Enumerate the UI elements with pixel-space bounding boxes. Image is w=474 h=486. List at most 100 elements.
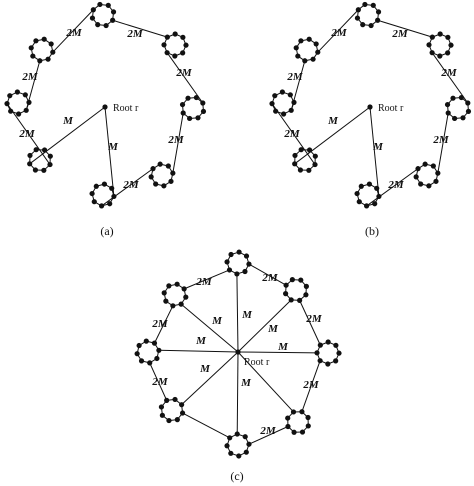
cycle-node bbox=[242, 434, 248, 440]
cycle-node bbox=[413, 174, 419, 180]
cycle-node bbox=[179, 410, 186, 416]
inner-edge bbox=[180, 303, 239, 353]
cycle-node bbox=[48, 41, 54, 47]
cycle-node bbox=[89, 15, 96, 21]
cycle-node bbox=[368, 22, 374, 29]
cycle-node bbox=[295, 53, 301, 59]
cycle-node bbox=[183, 294, 189, 300]
edge-label-2m: 2M bbox=[330, 27, 348, 39]
edge-label-m: M bbox=[195, 335, 207, 347]
cycle-node bbox=[41, 167, 47, 173]
cycle-node bbox=[33, 38, 39, 44]
cycle-node bbox=[138, 358, 145, 364]
cycle-node bbox=[445, 34, 451, 40]
root-label: Root r bbox=[244, 357, 270, 368]
cycle-node bbox=[148, 174, 154, 180]
edge-label-m: M bbox=[241, 309, 253, 321]
edge-label-2m: 2M bbox=[286, 71, 304, 83]
outer-edge bbox=[182, 412, 230, 439]
cycle-node bbox=[224, 259, 230, 265]
cycle-node bbox=[293, 45, 299, 51]
cycle-node bbox=[303, 283, 309, 289]
edge-label-2m: 2M bbox=[432, 134, 450, 146]
edge-label-m: M bbox=[327, 115, 339, 127]
outer-edge bbox=[183, 269, 230, 290]
root-node bbox=[367, 104, 373, 110]
cycle-node bbox=[451, 115, 458, 122]
cycle-node bbox=[360, 22, 366, 28]
outer-edge bbox=[431, 52, 469, 104]
cycle-node bbox=[445, 50, 451, 56]
inner-edge bbox=[181, 351, 239, 406]
cycle-node bbox=[158, 404, 165, 410]
cycle-node bbox=[195, 115, 201, 121]
inner-edge bbox=[104, 106, 115, 197]
edge-label-m: M bbox=[240, 377, 252, 389]
edge-label-2m: 2M bbox=[167, 134, 185, 146]
cycle-node bbox=[279, 89, 285, 95]
edge-label-2m: 2M bbox=[387, 179, 405, 191]
edge-label-2m: 2M bbox=[302, 379, 320, 391]
edge-label-2m: 2M bbox=[18, 128, 36, 140]
outer-edge bbox=[101, 168, 154, 207]
cycle-node bbox=[89, 190, 95, 197]
cycle-node bbox=[228, 251, 234, 258]
outer-edge bbox=[166, 52, 204, 104]
inner-edge bbox=[237, 351, 294, 413]
edge-label-m: M bbox=[107, 141, 119, 153]
edge-label-2m: 2M bbox=[21, 71, 39, 83]
edge-label-2m: 2M bbox=[391, 28, 409, 40]
edge-label-m: M bbox=[62, 115, 74, 127]
outer-edge bbox=[154, 305, 174, 344]
cycle-node bbox=[33, 147, 39, 153]
cycle-node bbox=[310, 56, 316, 62]
cycle-node bbox=[101, 181, 108, 187]
cycle-node bbox=[460, 115, 466, 121]
cycle-node bbox=[154, 355, 160, 362]
cycle-node bbox=[236, 453, 242, 459]
cycle-node bbox=[306, 36, 312, 42]
edge-label-m: M bbox=[199, 363, 211, 375]
outer-edge bbox=[172, 112, 184, 174]
cycle-node bbox=[272, 93, 278, 99]
outer-edge bbox=[437, 112, 449, 174]
panel-caption: (b) bbox=[365, 224, 379, 238]
edge-label-2m: 2M bbox=[126, 28, 144, 40]
cycle-node bbox=[437, 53, 443, 59]
edge-label-2m: 2M bbox=[151, 376, 169, 388]
cycle-node bbox=[299, 429, 306, 435]
cycle-node bbox=[179, 101, 186, 108]
cycle-node bbox=[165, 163, 171, 169]
cycle-node bbox=[30, 53, 36, 59]
outer-edge bbox=[149, 362, 168, 401]
cycle-node bbox=[313, 41, 319, 47]
cycle-node bbox=[292, 152, 298, 159]
cycle-node bbox=[418, 181, 424, 187]
cycle-node bbox=[159, 412, 165, 418]
cycle-node bbox=[362, 1, 368, 8]
cycle-node bbox=[27, 152, 33, 159]
cycle-node bbox=[186, 115, 193, 122]
cycle-node bbox=[180, 50, 186, 56]
cycle-node bbox=[333, 358, 339, 364]
root-label: Root r bbox=[378, 103, 404, 114]
cycle-node bbox=[366, 181, 373, 187]
outer-edge bbox=[317, 9, 359, 53]
cycle-node bbox=[163, 298, 169, 304]
cycle-node bbox=[430, 163, 436, 169]
cycle-node bbox=[32, 167, 39, 173]
outer-edge bbox=[377, 19, 433, 38]
cycle-node bbox=[147, 360, 153, 366]
cycle-node bbox=[426, 183, 432, 189]
cycle-node bbox=[246, 261, 252, 267]
cycle-node bbox=[354, 15, 361, 21]
inner-edge bbox=[236, 351, 239, 435]
cycle-node bbox=[91, 199, 97, 205]
cycle-node bbox=[161, 183, 167, 189]
cycle-node bbox=[298, 277, 304, 283]
cycle-node bbox=[107, 201, 113, 207]
cycle-node bbox=[242, 268, 248, 275]
